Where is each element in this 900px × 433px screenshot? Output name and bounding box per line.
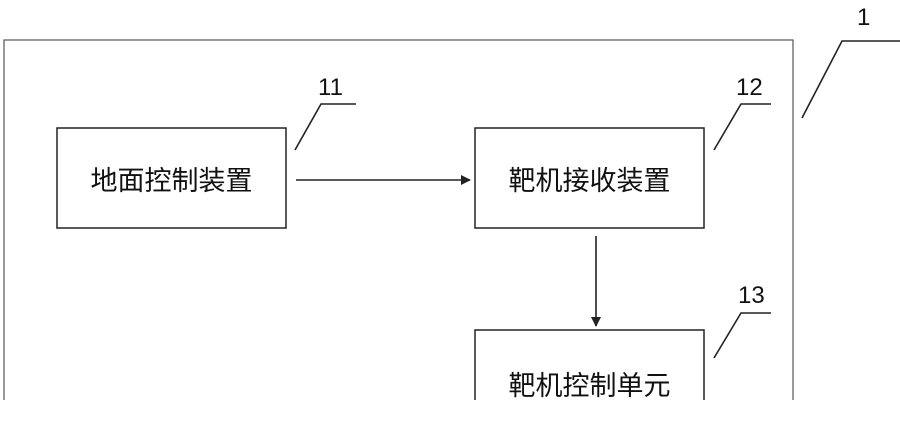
leader-line-system — [801, 40, 900, 119]
leader-line-receiver — [713, 103, 771, 151]
controller-box — [474, 329, 705, 431]
leader-line-controller — [713, 312, 771, 359]
ground-control-box — [56, 127, 287, 229]
ref-number-receiver: 12 — [736, 74, 763, 101]
leader-line-ground — [294, 103, 356, 151]
ref-number-system: 1 — [857, 4, 871, 31]
diagram-canvas: 地面控制装置 靶机接收装置 靶机控制单元 1 11 12 13 — [3, 4, 900, 431]
receiver-box — [474, 127, 705, 229]
ref-number-ground: 11 — [318, 74, 343, 101]
ref-number-controller: 13 — [738, 282, 765, 309]
diagram-svg — [3, 39, 900, 431]
